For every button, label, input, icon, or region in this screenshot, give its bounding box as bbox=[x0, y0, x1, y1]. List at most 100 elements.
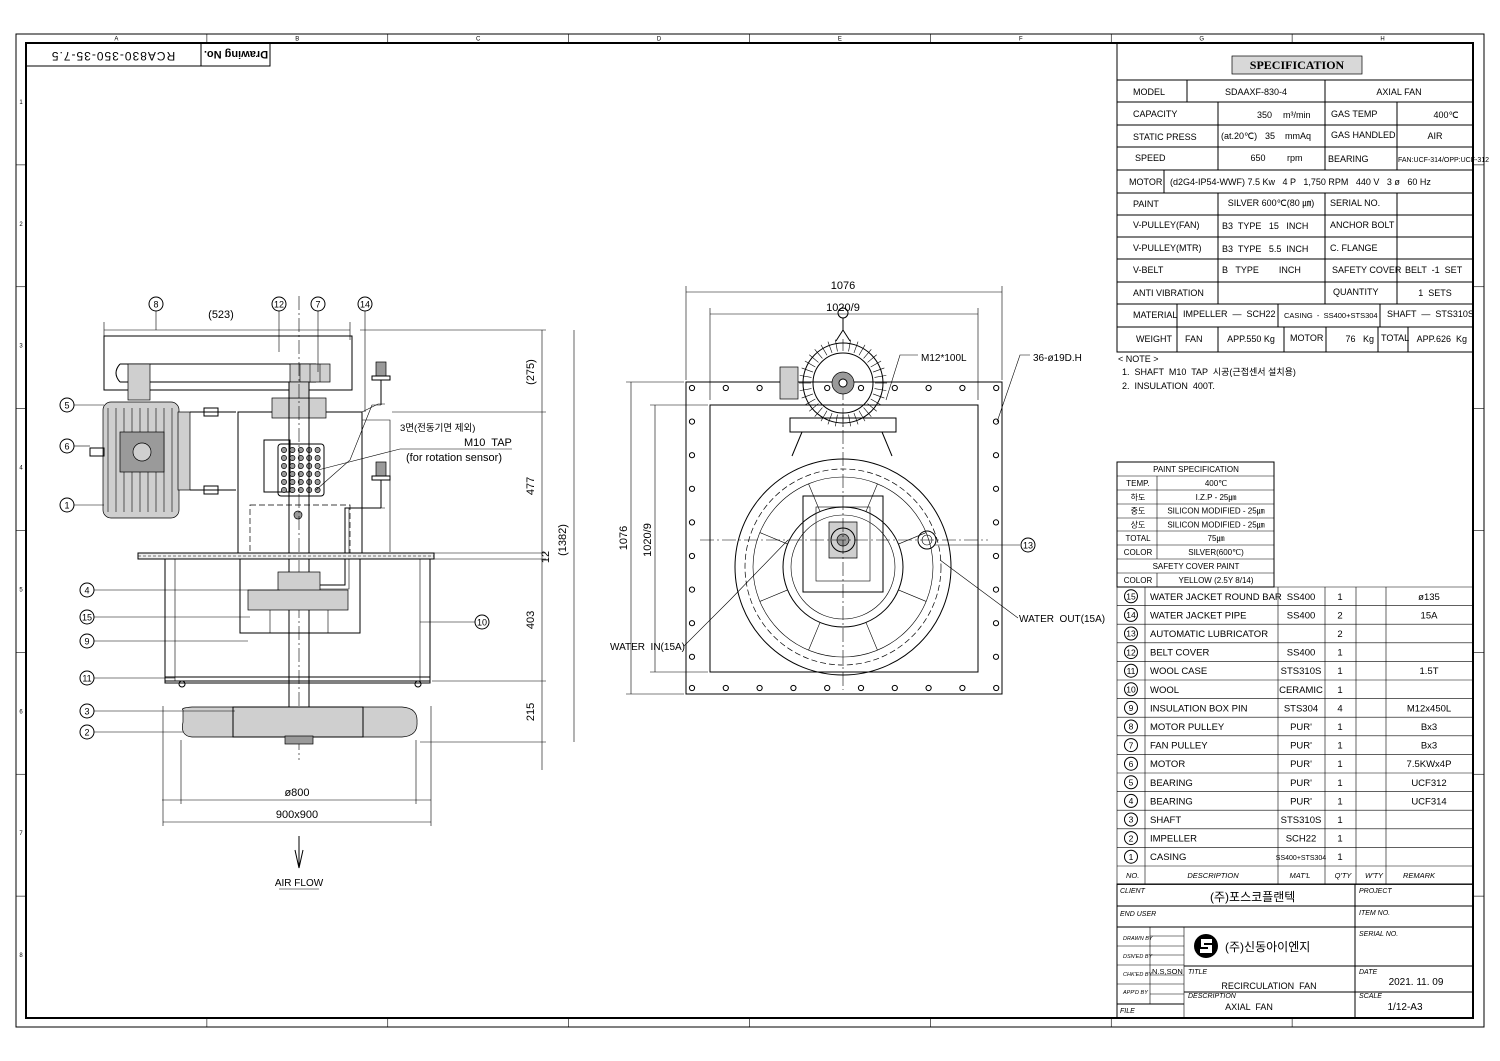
tb-file-label: FILE bbox=[1120, 1008, 1135, 1015]
bom-desc: CASING bbox=[1150, 852, 1186, 863]
bom-desc: BELT COVER bbox=[1150, 648, 1209, 659]
bom-balloon bbox=[1124, 793, 1138, 808]
bom-qty: 1 bbox=[1337, 796, 1342, 807]
zone-row-6: 6 bbox=[19, 709, 23, 715]
bom-header-remark: REMARK bbox=[1403, 871, 1436, 880]
rotation-sensor-block bbox=[263, 439, 325, 520]
bom-qty: 1 bbox=[1337, 592, 1342, 603]
paint-row-key: COLOR bbox=[1124, 548, 1153, 557]
bom-desc: INSULATION BOX PIN bbox=[1150, 703, 1248, 714]
spec-press-label: STATIC PRESS bbox=[1133, 132, 1197, 142]
title-block: CLIENT PROJECT END USER ITEM NO. SERIAL … bbox=[1116, 883, 1474, 1019]
spec-capacity: 350 bbox=[1257, 110, 1272, 120]
bom-header-wty: W'TY bbox=[1365, 871, 1384, 880]
bom-balloon bbox=[1124, 682, 1138, 697]
bom-qty: 4 bbox=[1337, 703, 1342, 714]
tb-client: (주)포스코플랜텍 bbox=[1210, 890, 1295, 904]
spec-quantity-label: QUANTITY bbox=[1333, 287, 1379, 297]
bom-no: 11 bbox=[1127, 666, 1136, 676]
spec-vbelt-label: V-BELT bbox=[1133, 265, 1164, 275]
balloon-12: 12 bbox=[271, 296, 287, 352]
tb-title: RECIRCULATION FAN bbox=[1221, 981, 1316, 991]
balloon-2: 2 bbox=[79, 724, 183, 740]
spec-weight-motor: 76 Kg bbox=[1345, 334, 1374, 344]
note-m10-tap: M10 TAP bbox=[464, 437, 512, 449]
bom-header-no: NO. bbox=[1126, 871, 1139, 880]
bom-no: 15 bbox=[1126, 592, 1136, 602]
paint-row-value: SILICON MODIFIED - 25㎛ bbox=[1167, 520, 1264, 530]
tb-title-label: TITLE bbox=[1188, 969, 1207, 976]
spec-model-label: MODEL bbox=[1133, 87, 1165, 97]
spec-press-unit: mmAq bbox=[1285, 131, 1311, 141]
bom-desc: MOTOR bbox=[1150, 759, 1185, 770]
spec-paint-label: PAINT bbox=[1133, 199, 1159, 209]
bom-balloon bbox=[1124, 589, 1138, 604]
zone-col-C: C bbox=[476, 37, 481, 43]
bom-no: 13 bbox=[1126, 629, 1136, 639]
spec-material-impeller: IMPELLER — SCH22 bbox=[1183, 309, 1276, 319]
belt-cover bbox=[103, 335, 353, 391]
spec-weight-total-label: TOTAL bbox=[1381, 333, 1409, 343]
svg-text:14: 14 bbox=[360, 300, 370, 310]
spec-quantity: 1 SETS bbox=[1418, 288, 1452, 298]
tb-date: 2021. 11. 09 bbox=[1389, 977, 1444, 988]
spec-paint: SILVER 600℃(80 ㎛) bbox=[1228, 198, 1314, 209]
spec-flange-label: C. FLANGE bbox=[1330, 243, 1378, 253]
bom-mat: STS310S bbox=[1281, 666, 1322, 677]
balloon-13: 13 bbox=[1020, 537, 1036, 553]
bom-header-mat: MAT'L bbox=[1290, 871, 1311, 880]
tb-checked-label: CHK'ED BY bbox=[1123, 972, 1152, 978]
paint-row-value: 400℃ bbox=[1205, 479, 1227, 488]
spec-weight-total: APP.626 Kg bbox=[1417, 334, 1467, 344]
bom-no: 12 bbox=[1126, 647, 1136, 657]
dim-front-h1076: 1076 bbox=[618, 526, 630, 550]
bom-remark: 15A bbox=[1421, 610, 1439, 621]
bom-balloon bbox=[1124, 756, 1138, 771]
spec-capacity-label: CAPACITY bbox=[1133, 109, 1177, 119]
tb-drawn-label: DRAWN BY bbox=[1123, 936, 1153, 942]
spec-press: 35 bbox=[1265, 131, 1275, 141]
label-m12-bolt: M12*100L bbox=[921, 353, 967, 364]
bom-balloon bbox=[1124, 831, 1138, 846]
bom-mat: SS400+STS304 bbox=[1276, 855, 1327, 862]
bom-qty: 1 bbox=[1337, 834, 1342, 845]
paint-spec-title: PAINT SPECIFICATION bbox=[1153, 465, 1239, 474]
bom-desc: BEARING bbox=[1150, 778, 1193, 789]
note-1: 1. SHAFT M10 TAP 시공(근접센서 설치용) bbox=[1122, 366, 1296, 377]
paint-row-value: 75㎛ bbox=[1208, 534, 1225, 544]
bom-no: 6 bbox=[1129, 759, 1134, 769]
tb-approved-label: APP'D BY bbox=[1122, 990, 1148, 996]
side-view: (523) (275) 477 12 (1382) 403 215 ø800 9… bbox=[59, 296, 575, 890]
bom-balloon bbox=[1124, 849, 1138, 864]
impeller bbox=[182, 706, 418, 745]
spec-speed: 650 bbox=[1250, 153, 1265, 163]
balloon-9: 9 bbox=[79, 633, 248, 649]
bom-desc: WATER JACKET ROUND BAR bbox=[1150, 592, 1282, 603]
balloon-3: 3 bbox=[79, 703, 235, 719]
spec-material-label: MATERIAL bbox=[1133, 310, 1177, 320]
note-2: 2. INSULATION 400T. bbox=[1122, 381, 1215, 391]
svg-text:15: 15 bbox=[82, 613, 92, 623]
bom-mat: PUR' bbox=[1290, 741, 1312, 752]
bom-balloon bbox=[1124, 738, 1138, 753]
tb-date-label: DATE bbox=[1359, 969, 1377, 976]
spec-weight-label: WEIGHT bbox=[1136, 334, 1172, 344]
note-rotation-sensor: (for rotation sensor) bbox=[406, 452, 502, 464]
spec-title: SPECIFICATION bbox=[1250, 58, 1345, 72]
dim-front-1076: 1076 bbox=[831, 280, 855, 292]
zone-row-4: 4 bbox=[19, 466, 23, 472]
spec-gastemp: 400℃ bbox=[1433, 110, 1458, 120]
bom-desc: WATER JACKET PIPE bbox=[1150, 610, 1246, 621]
spec-vpmtr-label: V-PULLEY(MTR) bbox=[1133, 243, 1202, 253]
tb-desc: AXIAL FAN bbox=[1225, 1002, 1273, 1012]
spec-bearing: FAN:UCF-314/OPP:UCF-312 bbox=[1398, 157, 1489, 164]
bom-mat: STS304 bbox=[1284, 703, 1318, 714]
zone-row-8: 8 bbox=[19, 953, 23, 959]
bom-balloon bbox=[1124, 719, 1138, 734]
spec-vpmtr: B3 TYPE 5.5 INCH bbox=[1222, 244, 1308, 254]
company-logo-icon bbox=[1194, 934, 1218, 958]
paint-row-key: TEMP. bbox=[1126, 479, 1149, 488]
